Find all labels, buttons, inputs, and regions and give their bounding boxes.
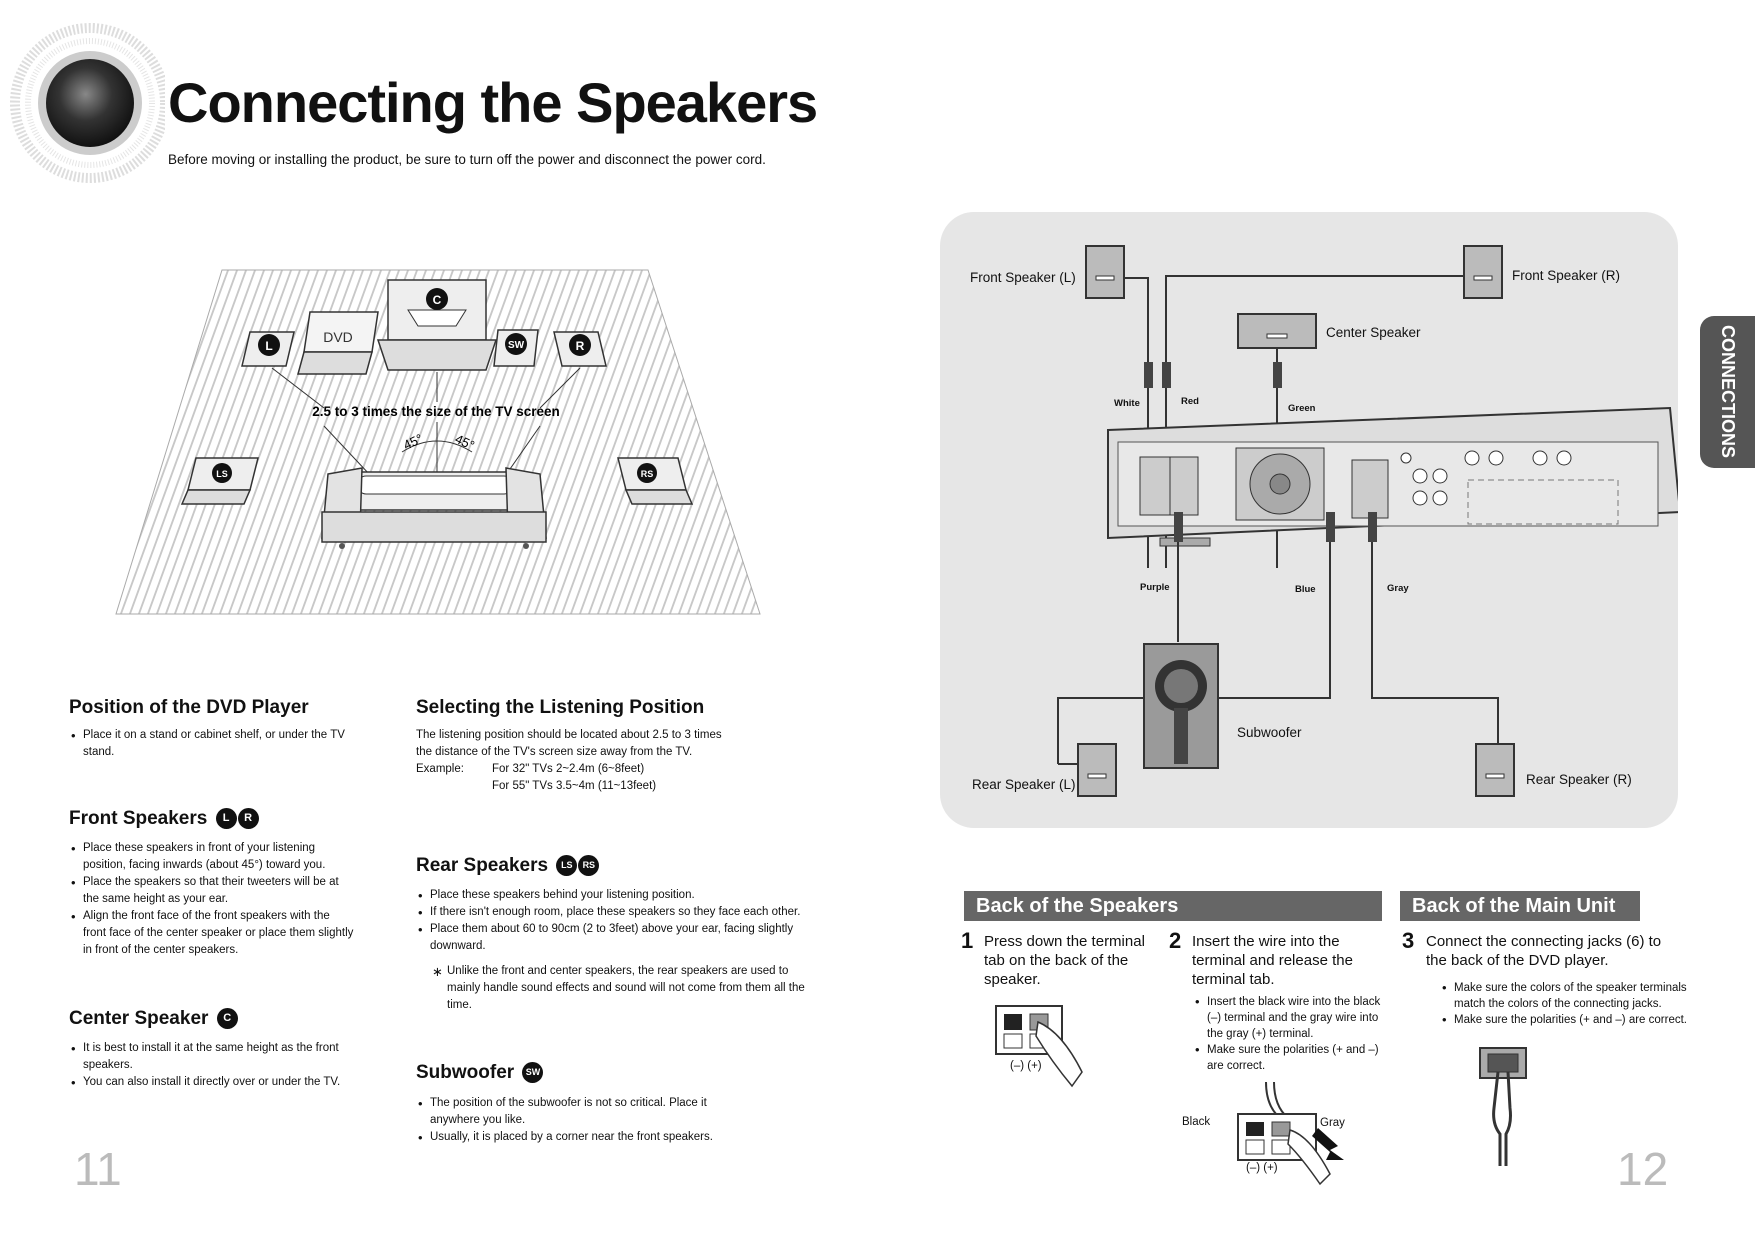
rear-bullet: Place them about 60 to 90cm (2 to 3feet)… [418,921,821,955]
speaker-logo-icon [10,23,165,183]
wire-purple-label: Purple [1140,582,1170,593]
rear-note: Unlike the front and center speakers, th… [447,965,805,1011]
badge-rear-rs: RS [578,855,600,877]
front-text: Place these speakers in front of your li… [69,840,354,959]
position-text: Place it on a stand or cabinet shelf, or… [69,727,349,761]
badge-r: R [576,339,585,353]
listening-ex2: For 55" TVs 3.5~4m (11~13feet) [492,780,657,792]
badge-front-l: L [215,808,237,830]
front-speaker-r-label: Front Speaker (R) [1512,268,1621,283]
badge-rs: RS [641,469,654,479]
listening-text-block: The listening position should be located… [416,727,726,778]
wire-red-label: Red [1181,396,1199,407]
step2-bullet: Make sure the polarities (+ and –) are c… [1195,1042,1393,1074]
page-title: Connecting the Speakers [168,71,818,134]
step1-number: 1 [961,928,974,953]
wire-white-label: White [1114,398,1140,409]
center-speaker-label: Center Speaker [1326,325,1421,340]
listening-ex1: For 32" TVs 2~2.4m (6~8feet) [492,763,645,775]
terminal-polarity-label-1: (–) (+) [1010,1060,1042,1072]
rear-text: Place these speakers behind your listeni… [416,887,821,955]
rear-speaker-r-label: Rear Speaker (R) [1526,772,1632,787]
subwoofer-heading: Subwoofer [416,1062,515,1083]
position-bullet: Place it on a stand or cabinet shelf, or… [71,727,349,761]
connections-tab: CONNECTIONS [1700,316,1755,468]
connections-tab-label: CONNECTIONS [1718,325,1738,459]
page-subtitle: Before moving or installing the product,… [168,152,766,167]
position-heading: Position of the DVD Player [69,697,309,718]
wire-gray-label: Gray [1387,583,1409,594]
subwoofer-bullet: Usually, it is placed by a corner near t… [418,1129,736,1146]
front-bullet: Place these speakers in front of your li… [71,840,354,874]
listening-text: The listening position should be located… [416,729,722,775]
center-bullet: You can also install it directly over or… [71,1074,359,1091]
rear-bullet: If there isn't enough room, place these … [418,904,821,921]
terminal-press-illustration [995,1005,1083,1088]
badge-sw: SW [508,340,525,351]
badge-center: C [216,1008,238,1030]
step2-number: 2 [1169,928,1182,953]
wire-green-label: Green [1288,403,1316,414]
terminal-polarity-label-2: (–) (+) [1246,1162,1278,1174]
center-text: It is best to install it at the same hei… [69,1040,359,1091]
rear-heading: Rear Speakers [416,855,549,876]
front-heading: Front Speakers [69,808,208,829]
subwoofer-label: Subwoofer [1237,725,1302,740]
room-layout-diagram: DVD C L SW R 2.5 to 3 times the size of … [115,269,761,615]
step2-bullet: Insert the black wire into the black (–)… [1195,994,1393,1042]
step2-text: Insert the wire into the terminal and re… [1192,933,1353,988]
step1-text: Press down the terminal tab on the back … [984,933,1145,988]
gray-wire-label: Gray [1320,1117,1345,1129]
subwoofer-bullet: The position of the subwoofer is not so … [418,1095,736,1129]
front-bullet: Align the front face of the front speake… [71,908,354,959]
wire-blue-label: Blue [1295,584,1316,595]
badge-front-r: R [237,808,259,830]
back-main-heading: Back of the Main Unit [1400,891,1640,921]
dvd-label: DVD [323,329,353,345]
badge-ls: LS [216,469,228,479]
black-wire-label: Black [1182,1116,1211,1128]
subwoofer-heading-wrap: Subwoofer SW [416,1062,544,1084]
distance-label: 2.5 to 3 times the size of the TV screen [312,404,560,419]
rear-note-wrap: ∗ Unlike the front and center speakers, … [432,963,809,1014]
center-heading: Center Speaker [69,1008,209,1029]
page-number-right: 12 [1617,1143,1669,1195]
center-bullet: It is best to install it at the same hei… [71,1040,359,1074]
step3-bullet: Make sure the colors of the speaker term… [1442,980,1700,1012]
badge-l: L [265,339,272,353]
step3-number: 3 [1402,928,1415,953]
center-heading-wrap: Center Speaker C [69,1008,238,1030]
rear-speaker-l-label: Rear Speaker (L) [972,777,1076,792]
step3-text: Connect the connecting jacks (6) to the … [1426,933,1662,969]
step3-bullets: Make sure the colors of the speaker term… [1440,980,1700,1028]
listening-heading: Selecting the Listening Position [416,697,705,718]
subwoofer-text: The position of the subwoofer is not so … [416,1095,736,1146]
rear-bullet: Place these speakers behind your listeni… [418,887,821,904]
badge-subwoofer: SW [522,1062,544,1084]
back-speakers-heading: Back of the Speakers [964,891,1382,921]
front-speaker-l-label: Front Speaker (L) [970,270,1076,285]
wire-insert-illustration [1237,1081,1344,1186]
badge-c: C [433,293,442,307]
step3-bullet: Make sure the polarities (+ and –) are c… [1442,1012,1700,1028]
badge-rear-ls: LS [556,855,578,877]
page-number-left: 11 [74,1143,122,1195]
connection-diagram [1057,245,1678,797]
front-bullet: Place the speakers so that their tweeter… [71,874,354,908]
jack-connect-illustration [1479,1047,1527,1166]
step2-bullets: Insert the black wire into the black (–)… [1193,994,1393,1074]
